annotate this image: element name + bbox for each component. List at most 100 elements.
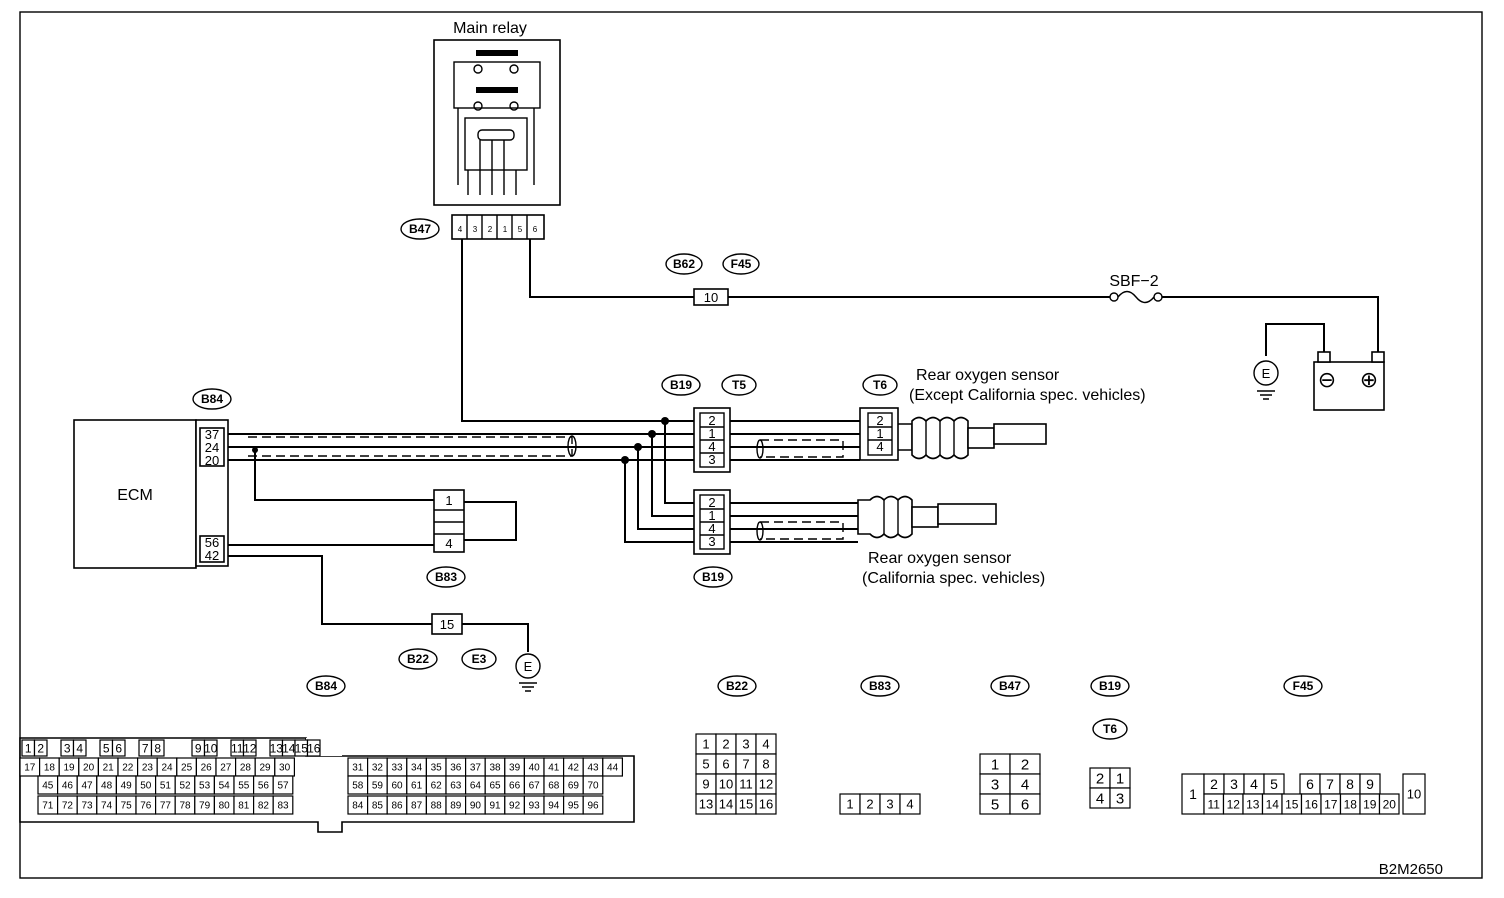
b84-face-pin-label: 1 — [25, 741, 32, 755]
f45-face-pin-label: 14 — [1266, 797, 1280, 811]
rear-o2-calif-label-1: Rear oxygen sensor — [868, 550, 1012, 567]
b84-face-pin-label: 96 — [587, 801, 599, 812]
b84-face-pin-label: 50 — [140, 781, 152, 792]
b83-face-pin-label: 4 — [906, 797, 913, 812]
rear-o2-sensor-except-california: T6 2 1 4 Rear oxygen sensor (Except Cali… — [859, 367, 1146, 461]
f45-face-pin-label: 1 — [1189, 786, 1197, 802]
b84-face-pin-label: 63 — [450, 781, 462, 792]
b47-tag — [400, 218, 440, 240]
b84-face-pin-label: 28 — [240, 763, 252, 774]
battery-minus: ⊖ — [1318, 367, 1336, 392]
b84-face-cell — [272, 775, 294, 795]
b84-face-cell — [111, 739, 126, 757]
b84-face-pin-label: 90 — [470, 801, 482, 812]
t6-tag-label: T6 — [873, 378, 887, 392]
battery-ground-icon — [1253, 360, 1279, 386]
b22-ground: 15 E B22 E3 — [398, 613, 541, 692]
power-line: B62 F45 10 SBF−2 — [529, 239, 1379, 353]
b84-face-cell — [33, 739, 48, 757]
b84-face-pin-label: 24 — [161, 763, 173, 774]
f45-face-cell — [1402, 773, 1426, 815]
b19-face-tag: B19 — [1099, 679, 1121, 693]
f45-face-pin-label: 3 — [1230, 776, 1238, 792]
b47-pin: 3 — [473, 225, 478, 234]
b47-pin: 4 — [458, 225, 463, 234]
ecm-label: ECM — [117, 487, 153, 504]
b84-face-pin-label: 39 — [509, 763, 521, 774]
f45-face-pin-label: 9 — [1366, 776, 1374, 792]
f45-face-pin-label: 8 — [1346, 776, 1354, 792]
b84-face-pin-label: 2 — [37, 741, 44, 755]
b47-face-tag: B47 — [999, 679, 1021, 693]
t5-pin: 2 — [708, 413, 715, 428]
b84-face-pin-label: 40 — [529, 763, 541, 774]
b84-face-pin-label: 52 — [179, 781, 191, 792]
b19-pin: 4 — [708, 521, 715, 536]
b84-face-pin-label: 26 — [201, 763, 213, 774]
b19-pin: 2 — [708, 495, 715, 510]
b83-face-pin-label: 2 — [866, 797, 873, 812]
b84-face-pin-label: 41 — [548, 763, 560, 774]
b84-face-pin-label: 30 — [279, 763, 291, 774]
b84-face-pin-label: 75 — [121, 801, 133, 812]
b84-face-pin-label: 10 — [204, 741, 218, 755]
b84-face-pin-label: 82 — [258, 801, 270, 812]
b22-face-pin-label: 4 — [762, 737, 769, 752]
b22-face-pin-label: 2 — [722, 737, 729, 752]
b84-face-pin-label: 47 — [81, 781, 93, 792]
b84-face-cell — [242, 739, 257, 757]
b84-face-pin-label: 46 — [62, 781, 74, 792]
ecm-ground-label: E — [524, 659, 533, 674]
b22-face-tag: B22 — [726, 679, 748, 693]
b84-face-pin-label: 22 — [122, 763, 134, 774]
b19-pin: 1 — [708, 508, 715, 523]
b83-face-tag: B83 — [869, 679, 891, 693]
fuse-terminal — [1153, 292, 1163, 302]
rear-o2-except-label-2: (Except California spec. vehicles) — [909, 387, 1146, 404]
t5-connector: B19 T5 2 1 4 3 — [661, 374, 860, 473]
b84-face-cell — [150, 739, 165, 757]
f45-face-tag: F45 — [1293, 679, 1314, 693]
b84-face-pin-label: 36 — [450, 763, 462, 774]
b84-face-cell — [306, 739, 321, 757]
f45-face-pin-label: 18 — [1344, 797, 1358, 811]
b84-face-pin-label: 71 — [42, 801, 54, 812]
b84-face-pin-label: 87 — [411, 801, 423, 812]
b47-tag-label: B47 — [409, 222, 431, 236]
b22-face-pin-label: 6 — [722, 757, 729, 772]
b83-face-cell — [899, 793, 921, 815]
b47-face-pin-label: 2 — [1021, 756, 1029, 773]
b22-pin: 15 — [440, 617, 454, 632]
main-relay-label: Main relay — [453, 20, 527, 37]
b22-face-pin-label: 8 — [762, 757, 769, 772]
b19-face-pin-label: 1 — [1116, 770, 1124, 787]
b84-face-pin-label: 81 — [238, 801, 250, 812]
b84-face-pin-label: 8 — [154, 741, 161, 755]
f45-face-pin-label: 20 — [1383, 797, 1397, 811]
b84-face-pin-label: 74 — [101, 801, 113, 812]
rear-o2-calif-label-2: (California spec. vehicles) — [862, 570, 1045, 587]
b84-face-pin-label: 57 — [277, 781, 289, 792]
b19-pin: 3 — [708, 534, 715, 549]
b83-pin: 1 — [445, 493, 452, 508]
b84-face-pin-label: 84 — [352, 801, 364, 812]
b84-face-pin-label: 49 — [121, 781, 133, 792]
b22-face-pin-label: 1 — [702, 737, 709, 752]
b84-face-pin-label: 85 — [372, 801, 384, 812]
fuse-sbf2 — [1117, 290, 1155, 304]
b84-face-pin-label: 53 — [199, 781, 211, 792]
b47-face-pin-label: 1 — [991, 756, 999, 773]
f45-face-pin-label: 4 — [1250, 776, 1258, 792]
b84-face-pin-label: 35 — [431, 763, 443, 774]
b84-face-pin-label: 55 — [238, 781, 250, 792]
b84-face-pin-label: 78 — [179, 801, 191, 812]
b19-face-pin-label: 4 — [1096, 790, 1104, 807]
b84-face-pin-label: 59 — [372, 781, 384, 792]
t6-face-tag: T6 — [1103, 722, 1117, 736]
b84-face-pin-label: 92 — [509, 801, 521, 812]
b22-face-pin-label: 3 — [742, 737, 749, 752]
b22-face-pin-label: 14 — [719, 797, 733, 812]
b19-lower-tag — [693, 566, 733, 588]
b84-face-pin-label: 77 — [160, 801, 172, 812]
